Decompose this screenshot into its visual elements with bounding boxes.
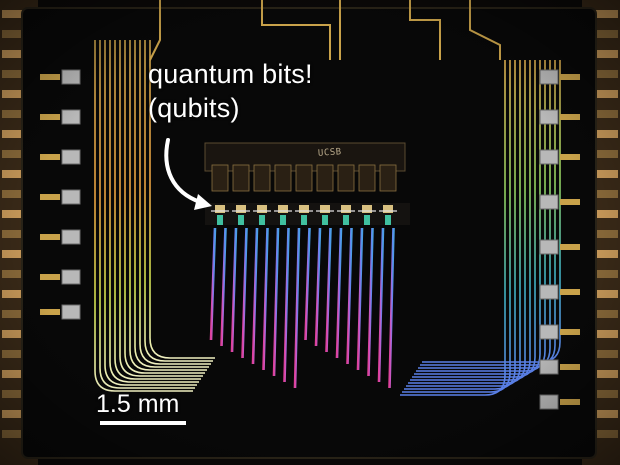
annotation-line-1: quantum bits! [148,59,313,89]
chip-marking: UCSB [317,147,343,159]
scale-bar-label: 1.5 mm [96,390,180,418]
scale-bar [100,421,186,425]
annotation-line-2: (qubits) [148,93,240,123]
